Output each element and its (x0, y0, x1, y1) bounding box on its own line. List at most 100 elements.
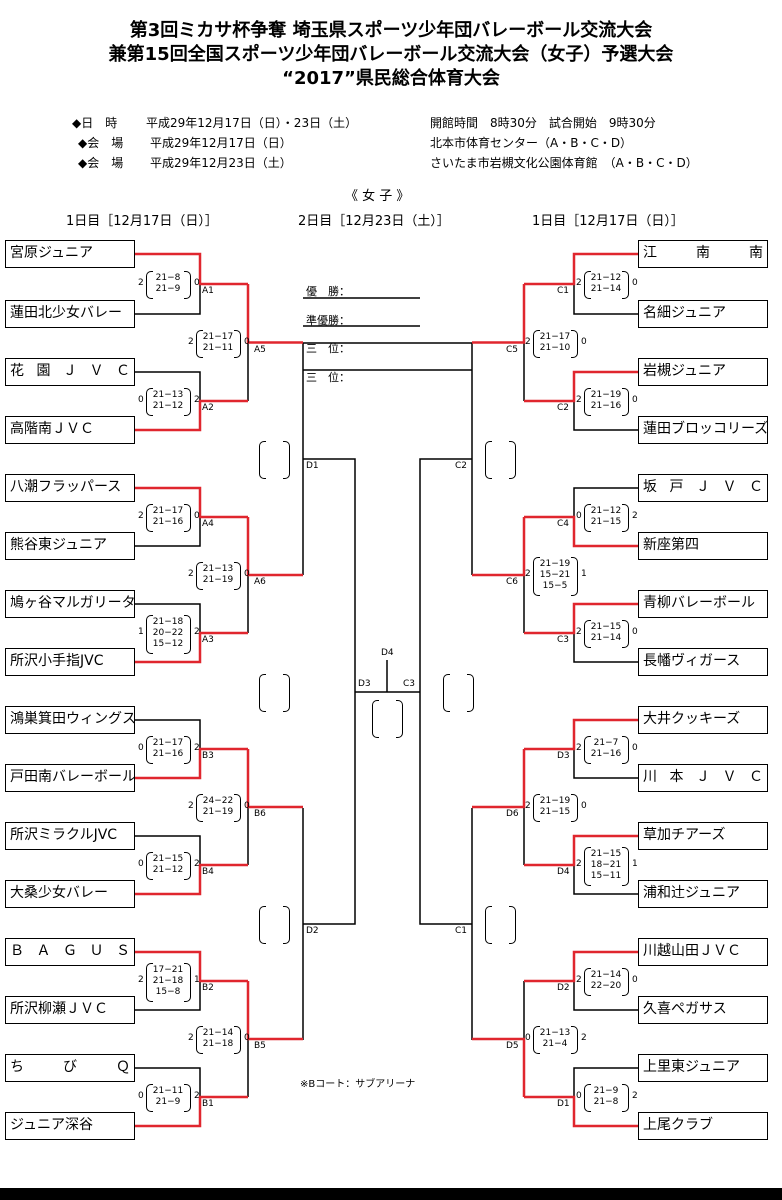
winner-line (524, 718, 638, 751)
score-bracket-left (196, 794, 203, 822)
winner-line (246, 981, 303, 1041)
champion-label: 優 勝： (306, 285, 350, 298)
set-score: 21−18 (152, 616, 184, 627)
sets-won-bottom: 0 (632, 278, 638, 288)
bracket-line (573, 401, 638, 431)
empty-score-bracket-right (283, 674, 290, 712)
team-name: 所沢柳瀬ＪＶＣ (5, 996, 135, 1024)
sets-won-bottom: 0 (632, 743, 638, 753)
court-note: ※Bコート：サブアリーナ (300, 1079, 416, 1090)
bracket-line (573, 1067, 638, 1097)
winner-line (524, 834, 638, 867)
team-name: 川 本 Ｊ Ｖ Ｃ (638, 764, 768, 792)
bracket-line (135, 603, 201, 633)
team-name: 江 南 南 (638, 240, 768, 268)
sets-won-top: 2 (576, 975, 582, 985)
sets-won-top: 2 (138, 511, 144, 521)
set-score: 15−12 (152, 638, 184, 649)
team-name: 所沢小手指JVC (5, 648, 135, 676)
match-label: D3 (358, 679, 371, 689)
set-score: 20−22 (152, 627, 184, 638)
match-label: C3 (557, 635, 570, 645)
sets-won-top: 0 (138, 395, 144, 405)
team-name: 所沢ミラクルJVC (5, 822, 135, 850)
score-bracket-right (622, 504, 629, 532)
match-label: C1 (455, 926, 468, 936)
match-label: A5 (254, 344, 266, 355)
bracket-line (573, 487, 638, 517)
third-place-label-1: 三 位： (306, 342, 350, 355)
bracket-line (573, 865, 638, 895)
team-name: ち び Ｑ (5, 1054, 135, 1082)
set-score: 21−19 (202, 807, 234, 817)
team-name: 草加チアーズ (638, 822, 768, 850)
winner-line (135, 399, 248, 432)
sets-won-top: 2 (138, 975, 144, 985)
sets-won-bottom: 2 (581, 1033, 587, 1043)
sets-won-bottom: 2 (632, 511, 638, 521)
set-score: 21−12 (590, 273, 622, 283)
score-bracket-left (584, 736, 591, 764)
sets-won-bottom: 0 (632, 627, 638, 637)
winner-line (524, 602, 638, 635)
winner-line (135, 1095, 248, 1128)
match-label: D4 (381, 648, 394, 658)
set-score: 21−14 (590, 284, 622, 294)
set-score: 21−10 (539, 342, 571, 353)
sets-won-bottom: 0 (632, 395, 638, 405)
match-label: C2 (557, 403, 570, 413)
runner-up-label: 準優勝： (306, 314, 350, 327)
set-score: 21−7 (593, 738, 619, 748)
set-score: 21−16 (590, 749, 622, 759)
empty-score-bracket-right (396, 700, 403, 738)
team-name: ＢＡＧＵＳ (5, 938, 135, 966)
team-name: 浦和辻ジュニア (638, 880, 768, 908)
match-label: B3 (202, 751, 214, 761)
empty-score-bracket-left (485, 441, 492, 479)
match-label: A3 (202, 635, 214, 645)
match-label: D5 (506, 1041, 519, 1051)
bracket-line (303, 458, 365, 925)
set-score: 21−17 (152, 738, 184, 748)
winner-line (135, 486, 248, 519)
set-score: 17−21 (152, 964, 184, 975)
score-bracket-right (234, 562, 241, 590)
match-label: A6 (254, 577, 266, 587)
sets-won-bottom: 2 (194, 859, 200, 869)
set-score: 18−21 (590, 859, 622, 870)
empty-score-bracket-left (485, 906, 492, 944)
winner-line (472, 749, 526, 809)
set-score: 21−19 (202, 575, 234, 585)
set-score: 21−14 (590, 970, 622, 980)
set-score: 21−15 (590, 622, 622, 632)
bracket-line (135, 1067, 201, 1097)
team-name: 鳩ヶ谷マルガリータ (5, 590, 135, 618)
score-bracket-left (196, 1026, 203, 1054)
team-name: 新座第四 (638, 532, 768, 560)
winner-line (246, 749, 303, 809)
sets-won-top: 2 (576, 859, 582, 869)
score-bracket-right (571, 794, 578, 822)
sets-won-bottom: 0 (244, 569, 250, 579)
score-bracket-right (234, 1026, 241, 1054)
score-bracket-right (234, 794, 241, 822)
score-bracket-right (184, 1084, 191, 1112)
score-bracket-left (584, 968, 591, 996)
sets-won-top: 0 (138, 859, 144, 869)
team-name: 青柳バレーボール (638, 590, 768, 618)
set-score: 21−17 (202, 331, 234, 342)
match-label: C1 (557, 286, 570, 296)
info-venue1-date: 平成29年12月17日（日） (150, 136, 292, 150)
set-score: 21−11 (152, 1086, 184, 1096)
set-score: 21−15 (152, 854, 184, 864)
score-bracket-left (196, 562, 203, 590)
bracket-line (135, 284, 201, 315)
